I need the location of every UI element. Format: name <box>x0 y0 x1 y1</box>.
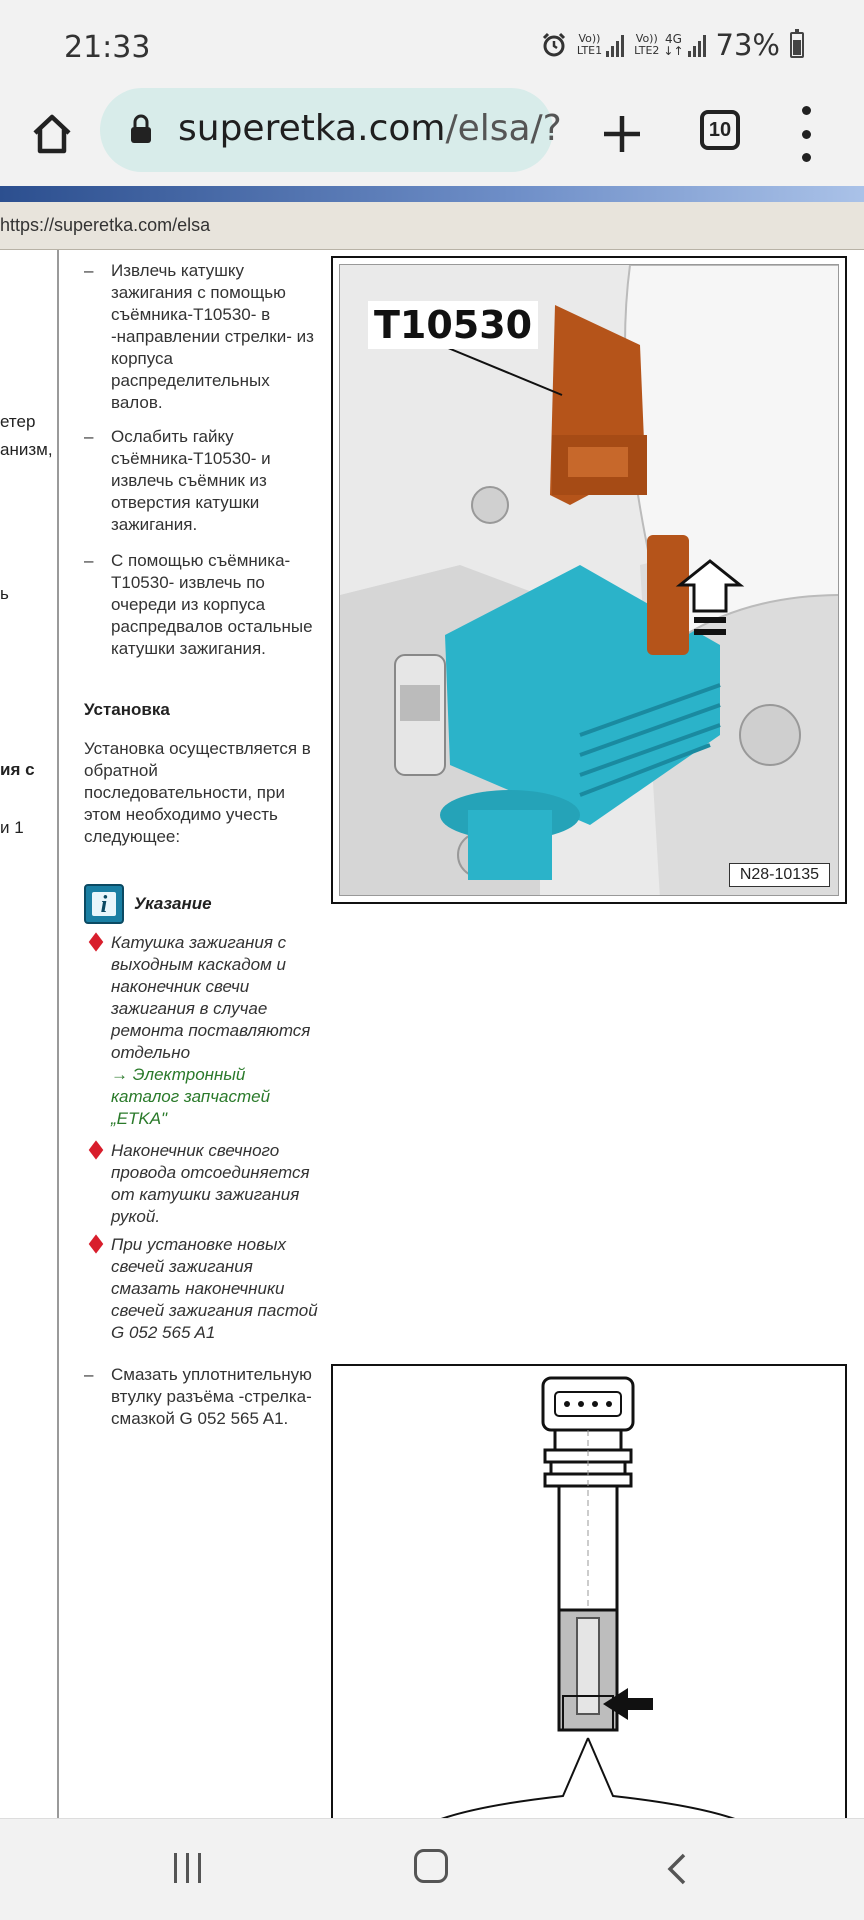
address-strip-text: https://superetka.com/elsa <box>0 215 211 235</box>
step-dash: – <box>84 1365 94 1384</box>
coil-removal-drawing <box>340 265 838 895</box>
address-strip: https://superetka.com/elsa <box>0 202 864 250</box>
info-icon: i <box>84 884 124 924</box>
step-item: – С помощью съёмника-T10530- извлечь по … <box>84 550 318 660</box>
back-icon[interactable] <box>662 1851 692 1887</box>
sidebar-fragment[interactable]: и 1 <box>0 818 24 837</box>
url-host: superetka.com <box>178 108 446 149</box>
url-text[interactable]: superetka.com/elsa/? <box>178 108 562 149</box>
step-text: С помощью съёмника-T10530- извлечь по оч… <box>111 551 313 658</box>
signal-icon-2 <box>687 35 706 57</box>
status-icons: Vo)) LTE1 Vo)) LTE2 4G ↓↑ 73% <box>541 28 804 62</box>
tool-label: T10530 <box>368 301 539 349</box>
sim2-label: Vo)) LTE2 <box>634 32 660 57</box>
sidebar-fragment[interactable]: етер <box>0 412 36 431</box>
note-header: i Указание <box>84 884 212 924</box>
web-page: https://superetka.com/elsa етер анизм, ь… <box>0 186 864 1818</box>
url-path: /elsa/? <box>445 108 562 149</box>
status-time: 21:33 <box>64 30 151 65</box>
step-item: – Извлечь катушку зажигания с помощью съ… <box>84 260 318 414</box>
figure-code: N28-10135 <box>728 863 830 887</box>
status-bar: 21:33 Vo)) LTE1 Vo)) LTE2 4G ↓↑ 73% <box>0 0 864 86</box>
alarm-icon <box>542 32 565 57</box>
note-title: Указание <box>134 894 212 913</box>
sim1-signal: Vo)) LTE1 <box>576 32 625 57</box>
sidebar-fragment[interactable]: ь <box>0 584 9 603</box>
step-text: Ослабить гайку съёмника-T10530- и извлеч… <box>111 427 271 534</box>
sim2-signal: Vo)) LTE2 4G ↓↑ <box>634 32 706 58</box>
figure-illustration: T10530 N28-10135 <box>339 264 839 896</box>
install-heading: Установка <box>84 700 170 719</box>
ignition-coil-drawing <box>333 1366 845 1818</box>
lock-icon <box>131 114 151 143</box>
plus-icon[interactable] <box>592 104 652 164</box>
figure-coil-seal[interactable] <box>331 1364 847 1818</box>
note-bullet: Наконечник свечного провода отсоединяетс… <box>84 1140 318 1228</box>
step-dash: – <box>84 551 94 570</box>
system-nav-bar <box>0 1818 864 1920</box>
home-button[interactable] <box>22 104 82 164</box>
browser-toolbar: superetka.com/elsa/? 10 <box>0 86 864 186</box>
signal-icon <box>606 35 625 57</box>
step-item: – Ослабить гайку съёмника-T10530- и извл… <box>84 426 318 536</box>
figure-coil-removal[interactable]: T10530 N28-10135 <box>331 256 847 904</box>
step-dash: – <box>84 261 94 280</box>
step-item: – Смазать уплотнительную втулку разъёма … <box>84 1364 318 1430</box>
sim1-label: Vo)) LTE1 <box>576 32 603 57</box>
install-text: Установка осуществляется в обратной посл… <box>84 739 311 846</box>
note-bullet: Катушка зажигания с выходным каскадом и … <box>84 932 318 1130</box>
network-label: 4G ↓↑ <box>663 32 684 58</box>
home-circle-icon[interactable] <box>414 1849 448 1883</box>
home-icon <box>33 114 71 154</box>
etka-link[interactable]: → Электронный каталог запчастей „ETKA" <box>111 1065 271 1128</box>
step-text: Извлечь катушку зажигания с помощью съём… <box>111 261 314 412</box>
more-icon[interactable] <box>798 106 814 162</box>
battery-percent: 73% <box>715 28 780 62</box>
sidebar-fragment[interactable]: анизм, <box>0 440 53 459</box>
url-bar[interactable]: superetka.com/elsa/? <box>100 88 562 172</box>
recent-apps-icon[interactable] <box>174 1853 201 1883</box>
tabs-icon[interactable]: 10 <box>700 110 740 150</box>
bullet-text: Наконечник свечного провода отсоединяетс… <box>111 1141 310 1226</box>
sidebar-fragment[interactable]: ия с <box>0 760 35 779</box>
step-dash: – <box>84 427 94 446</box>
step-text: Смазать уплотнительную втулку разъёма -с… <box>111 1365 312 1428</box>
header-gradient-bar <box>0 186 864 202</box>
left-sidebar: етер анизм, ь ия с и 1 <box>0 250 59 1818</box>
battery-icon <box>790 29 804 58</box>
info-icon-glyph: i <box>100 892 108 918</box>
bullet-text: Катушка зажигания с выходным каскадом и … <box>111 933 311 1062</box>
note-bullet: При установке новых свечей зажигания сма… <box>84 1234 318 1344</box>
bullet-text: При установке новых свечей зажигания сма… <box>111 1235 318 1342</box>
